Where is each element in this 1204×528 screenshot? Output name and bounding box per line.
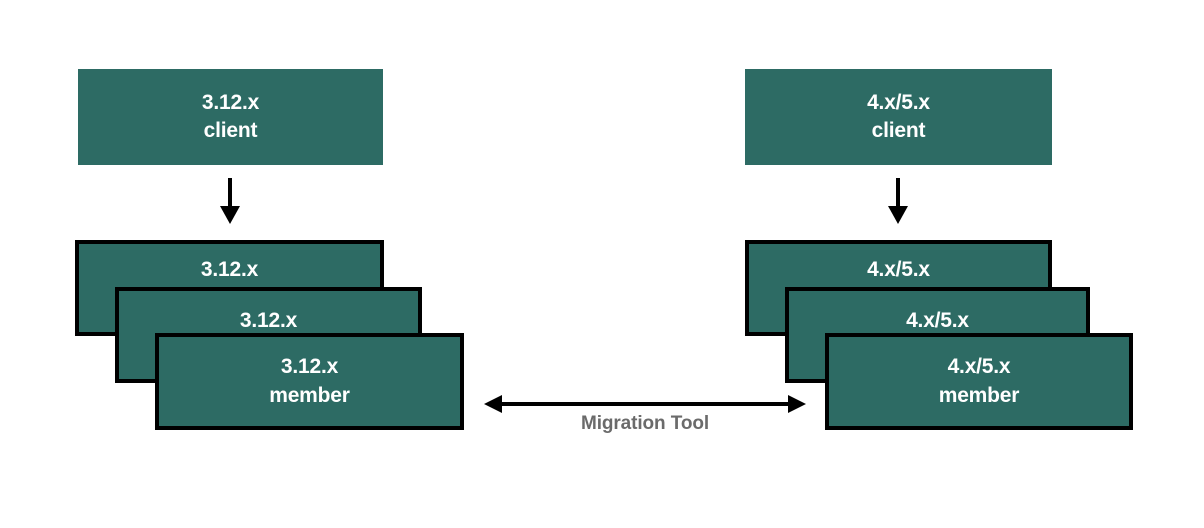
left-member-front-version: 3.12.x [280, 355, 339, 379]
right-down-arrow-icon [888, 178, 908, 224]
right-client-role: client [871, 119, 926, 142]
left-client-role: client [203, 119, 258, 142]
right-member-front-version: 4.x/5.x [947, 355, 1011, 379]
left-member-back-version: 3.12.x [200, 258, 259, 281]
left-member-front-role: member [269, 383, 350, 407]
right-client-version: 4.x/5.x [867, 90, 930, 114]
right-member-box-front: 4.x/5.x member [825, 333, 1133, 430]
right-client-box: 4.x/5.x client [745, 69, 1052, 165]
migration-bidirectional-arrow-icon [484, 395, 806, 413]
left-down-arrow-icon [220, 178, 240, 224]
right-member-back-version: 4.x/5.x [867, 258, 930, 281]
left-member-middle-version: 3.12.x [239, 309, 298, 332]
left-client-box: 3.12.x client [78, 69, 383, 165]
right-member-front-role: member [938, 383, 1020, 407]
left-client-version: 3.12.x [201, 90, 260, 114]
left-member-box-front: 3.12.x member [155, 333, 464, 430]
migration-tool-label: Migration Tool [580, 413, 710, 434]
right-member-middle-version: 4.x/5.x [906, 309, 969, 332]
